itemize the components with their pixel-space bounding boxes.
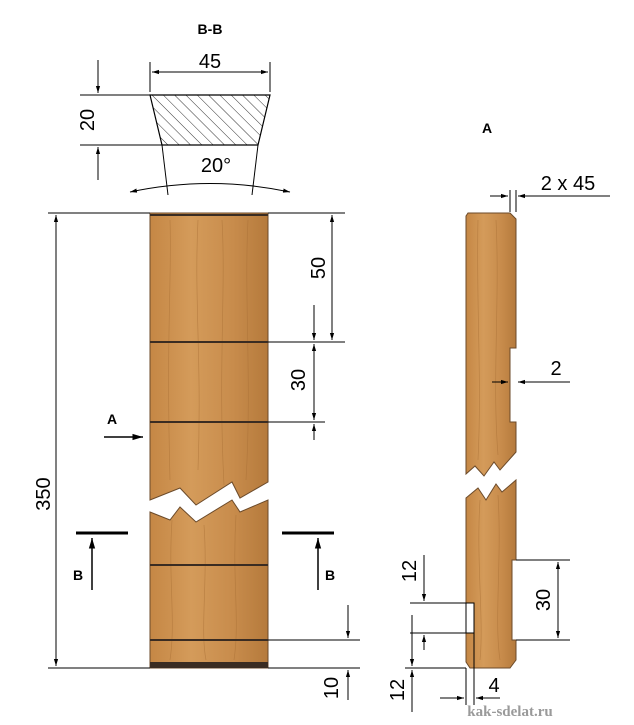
section-height-label: 20 <box>77 109 99 131</box>
section-profile <box>149 94 271 146</box>
bottom-dim-a-label: 12 <box>399 560 421 582</box>
bottom-width-label: 4 <box>488 675 499 697</box>
groove-depth-label: 2 <box>550 358 561 380</box>
side-upper-part <box>465 212 517 477</box>
cut-marker-left-label: B <box>73 567 83 583</box>
overall-length-label: 350 <box>33 477 55 510</box>
extension-line <box>161 144 169 196</box>
front-view: 350 50 30 10 A B B <box>33 212 360 700</box>
slat-lower-part <box>149 499 269 669</box>
section-bb: B-B 45 20 20° <box>77 21 291 196</box>
middle-segment-label: 30 <box>288 369 310 391</box>
chamfer-label: 2 x 45 <box>541 173 595 195</box>
wood-grain <box>168 219 249 661</box>
side-lower-part <box>465 478 517 669</box>
bottom-offset-label: 10 <box>321 677 343 699</box>
band-bottom <box>150 662 268 668</box>
side-view: A 2 x 45 2 30 12 <box>387 120 610 712</box>
view-marker-label: A <box>107 411 117 427</box>
extension-line <box>251 144 259 196</box>
top-segment-label: 50 <box>308 257 330 279</box>
section-angle-label: 20° <box>201 155 231 177</box>
angle-arc <box>129 183 291 193</box>
side-notch <box>465 602 475 634</box>
side-view-title: A <box>482 120 492 136</box>
side-wood-grain <box>477 219 501 661</box>
bottom-dim-b-label: 12 <box>387 679 409 701</box>
slat-upper-part <box>149 212 269 506</box>
watermark: kak-sdelat.ru <box>467 704 552 720</box>
lower-recess-label: 30 <box>533 589 555 611</box>
section-width-label: 45 <box>199 51 221 73</box>
cut-marker-right-label: B <box>325 567 335 583</box>
section-title: B-B <box>198 21 223 37</box>
